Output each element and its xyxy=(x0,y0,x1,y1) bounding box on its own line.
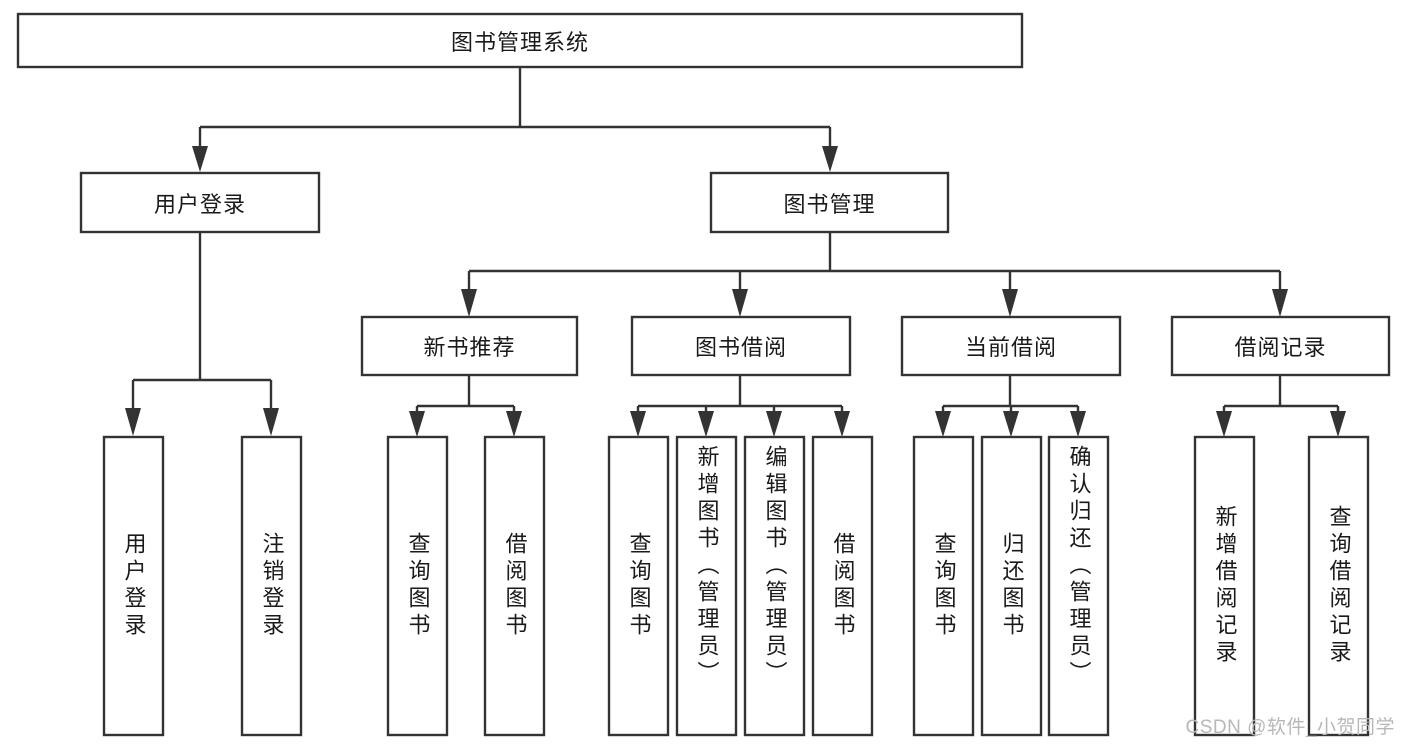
node-leaf-cb-return-book[interactable] xyxy=(980,435,1043,737)
node-leaf-bb-query-book[interactable] xyxy=(607,435,670,737)
nodes-layer xyxy=(16,12,1391,737)
arrow-head-bb-leaf-2 xyxy=(698,411,714,437)
arrow-head-user-login xyxy=(192,146,208,172)
node-leaf-cb-query-book[interactable] xyxy=(912,435,975,737)
arrow-head-leaf-user-login xyxy=(125,408,141,436)
node-root-book-management-system[interactable] xyxy=(16,12,1024,69)
node-book-borrow[interactable] xyxy=(630,315,852,377)
arrow-head-book-mgmt xyxy=(822,146,838,172)
arrow-head-bb-leaf-4 xyxy=(834,411,850,437)
node-leaf-bb-edit-book[interactable] xyxy=(743,435,806,737)
arrow-head-leaf-logout xyxy=(263,408,279,436)
arrow-head-current-borrow xyxy=(1002,289,1018,317)
node-book-management[interactable] xyxy=(709,171,950,234)
node-new-book-recommend[interactable] xyxy=(360,315,579,377)
node-leaf-bb-add-book[interactable] xyxy=(675,435,738,737)
arrow-head-cb-leaf-2 xyxy=(1003,411,1019,437)
node-user-login[interactable] xyxy=(79,171,321,234)
node-leaf-nbr-borrow-book[interactable] xyxy=(483,435,546,737)
node-leaf-nbr-query-book[interactable] xyxy=(386,435,449,737)
arrow-head-nbr-leaf-1 xyxy=(409,411,425,437)
arrow-head-cb-leaf-1 xyxy=(935,411,951,437)
node-leaf-logout[interactable] xyxy=(240,435,303,737)
connectors-layer xyxy=(125,67,1346,437)
arrow-head-bb-leaf-1 xyxy=(630,411,646,437)
arrow-head-borrow-record xyxy=(1272,289,1288,317)
node-borrow-record[interactable] xyxy=(1170,315,1391,377)
node-leaf-br-query-record[interactable] xyxy=(1307,435,1370,737)
arrow-head-br-leaf-2 xyxy=(1330,411,1346,437)
arrow-head-br-leaf-1 xyxy=(1216,411,1232,437)
arrow-head-cb-leaf-3 xyxy=(1070,411,1086,437)
arrow-head-new-book-recommend xyxy=(461,289,477,317)
arrow-head-nbr-leaf-2 xyxy=(506,411,522,437)
node-leaf-br-add-record[interactable] xyxy=(1193,435,1256,737)
arrow-head-book-borrow xyxy=(732,289,748,317)
node-leaf-user-login[interactable] xyxy=(102,435,165,737)
node-leaf-bb-borrow-book[interactable] xyxy=(811,435,874,737)
node-current-borrow[interactable] xyxy=(900,315,1122,377)
arrow-head-bb-leaf-3 xyxy=(766,411,782,437)
node-leaf-cb-confirm-return[interactable] xyxy=(1047,435,1110,737)
